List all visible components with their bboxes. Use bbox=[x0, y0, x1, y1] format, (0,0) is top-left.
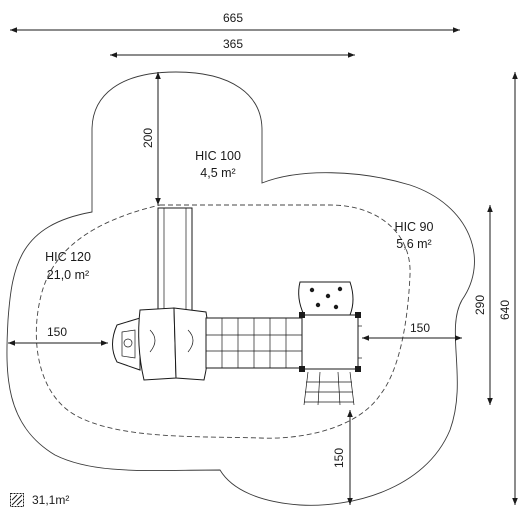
climbing-wall bbox=[298, 281, 354, 316]
dim-label-right-clearance: 150 bbox=[410, 321, 430, 335]
left-entrance-ramp bbox=[112, 317, 141, 371]
hatched-area-icon bbox=[10, 493, 24, 507]
area-legend: 31,1m² bbox=[10, 493, 69, 507]
zone-hic-90-code: HIC 90 bbox=[395, 220, 434, 234]
dim-label-tower-width: 365 bbox=[223, 37, 243, 51]
safety-zone-outline bbox=[6, 71, 475, 506]
dim-label-right-height: 290 bbox=[473, 295, 487, 315]
slide bbox=[157, 207, 193, 317]
zone-hic-100-code: HIC 100 bbox=[195, 149, 241, 163]
net-bridge bbox=[205, 317, 303, 369]
zone-hic-100-area: 4,5 m² bbox=[200, 166, 235, 180]
total-area-label: 31,1m² bbox=[32, 493, 70, 507]
zone-hic-120-code: HIC 120 bbox=[45, 250, 91, 264]
tower-platform bbox=[299, 312, 362, 372]
dim-label-left-clearance: 150 bbox=[47, 325, 67, 339]
zone-hic-90-area: 5,6 m² bbox=[396, 237, 431, 251]
dim-label-slide-zone: 200 bbox=[141, 128, 155, 148]
dim-label-bottom-clearance: 150 bbox=[332, 448, 346, 468]
zone-hic-120-area: 21,0 m² bbox=[47, 268, 89, 282]
dim-label-overall-width: 665 bbox=[223, 11, 243, 25]
ladder bbox=[303, 371, 355, 406]
left-platform bbox=[138, 307, 210, 381]
hic-120-zone-dashed bbox=[35, 204, 411, 439]
dim-label-overall-height: 640 bbox=[498, 300, 512, 320]
